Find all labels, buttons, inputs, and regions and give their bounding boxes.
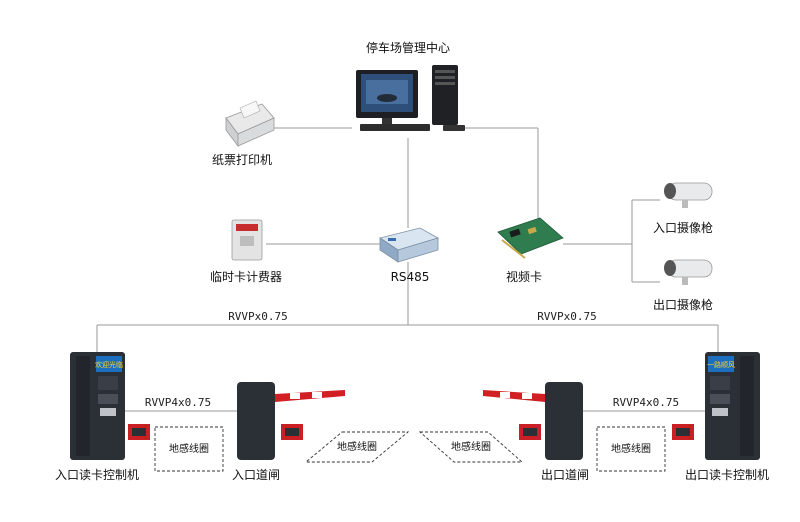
ticket-printer: 纸票打印机	[212, 100, 275, 167]
cable-label-right-bus: RVVPx0.75	[537, 310, 597, 323]
exit-camera: 出口摄像枪	[653, 259, 713, 312]
entry-gate-icon	[237, 382, 275, 460]
loop-detector-icon	[672, 424, 694, 440]
exit-camera-label: 出口摄像枪	[653, 297, 713, 312]
cable-label-left-bus: RVVPx0.75	[228, 310, 288, 323]
loop-3-label: 地感线圈	[451, 440, 491, 453]
exit-gate: 出口道闸	[483, 382, 589, 482]
loop-detector-icon	[519, 424, 541, 440]
loop-2	[304, 431, 410, 463]
video-card-label: 视频卡	[506, 269, 542, 284]
loop-detector-icon	[281, 424, 303, 440]
connection-lines	[96, 127, 719, 412]
entry-gate-label: 入口道闸	[232, 468, 280, 482]
entry-gate: 入口道闸	[232, 382, 345, 482]
entry-barrier-arm	[275, 390, 345, 402]
exit-gate-label: 出口道闸	[541, 468, 589, 482]
loop-4-label: 地感线圈	[611, 442, 651, 455]
rs485-label: RS485	[391, 270, 430, 284]
loop-2-label: 地感线圈	[337, 440, 377, 453]
keyboard-icon	[360, 124, 430, 131]
loop-4	[596, 426, 666, 472]
exit-sign-screen	[708, 356, 734, 372]
video-card: 视频卡	[497, 217, 564, 284]
pc-tower-icon	[432, 65, 458, 125]
entry-camera: 入口摄像枪	[653, 182, 713, 235]
exit-controller: 一路顺风 出口读卡控制机	[685, 352, 769, 482]
printer-label: 纸票打印机	[212, 153, 272, 167]
loop-detectors	[128, 424, 694, 440]
exit-barrier-arm	[483, 390, 545, 402]
entry-sign-screen	[96, 356, 122, 372]
entry-controller: 欢迎光临 入口读卡控制机	[55, 352, 139, 482]
paper-icon	[239, 100, 261, 119]
center-label: 停车场管理中心	[366, 40, 450, 55]
induction-loops: 地感线圈 地感线圈 地感线圈 地感线圈	[154, 426, 666, 472]
management-center: 停车场管理中心	[356, 40, 465, 131]
exit-sign-text: 一路顺风	[707, 360, 735, 369]
loop-3	[418, 431, 524, 463]
fee-device: 临时卡计费器	[210, 219, 282, 284]
entry-controller-label: 入口读卡控制机	[55, 468, 139, 482]
entry-sign-text: 欢迎光临	[95, 360, 123, 369]
exit-controller-label: 出口读卡控制机	[685, 468, 769, 482]
video-card-icon	[497, 217, 564, 255]
loop-1-label: 地感线圈	[169, 442, 209, 455]
loop-1	[154, 426, 224, 472]
exit-gate-icon	[545, 382, 583, 460]
cable-label-right-gate: RVVP4x0.75	[613, 396, 679, 409]
cable-label-left-gate: RVVP4x0.75	[145, 396, 211, 409]
mouse-pad-icon	[443, 125, 465, 131]
entry-camera-label: 入口摄像枪	[653, 220, 713, 235]
fee-device-label: 临时卡计费器	[210, 270, 282, 284]
loop-detector-icon	[128, 424, 150, 440]
rs485-converter: RS485	[379, 227, 440, 284]
